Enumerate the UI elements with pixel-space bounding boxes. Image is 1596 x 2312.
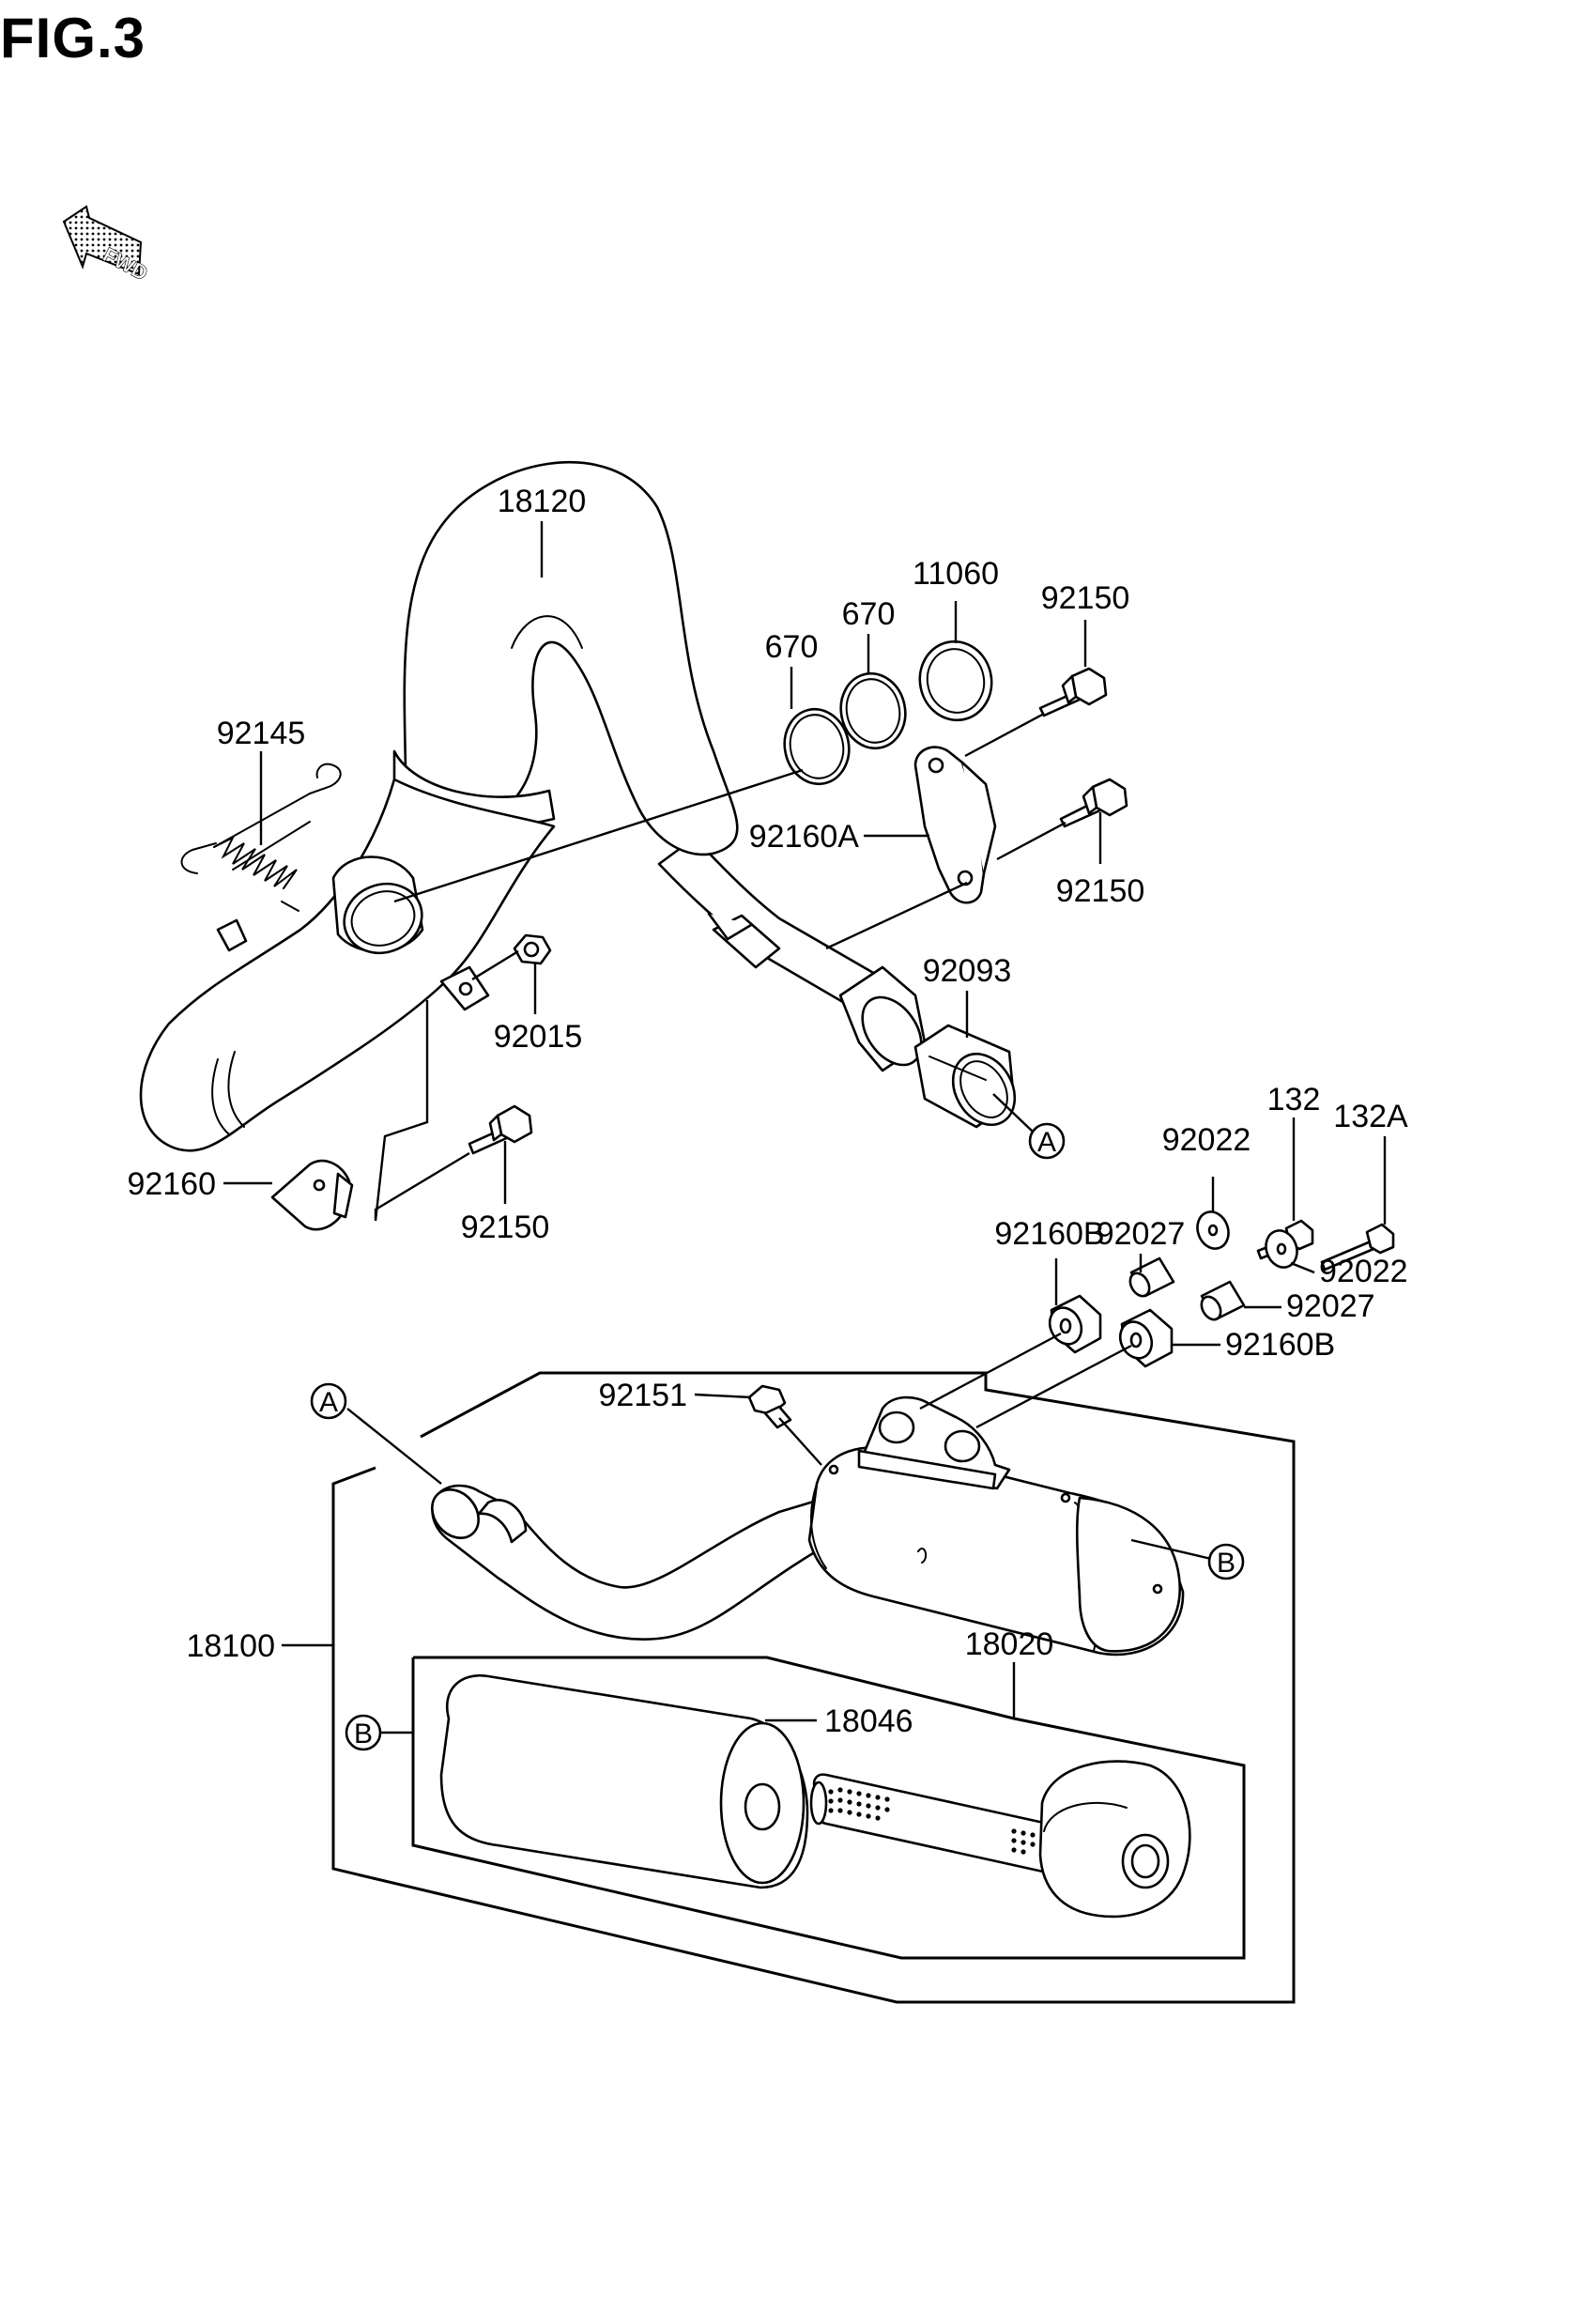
part-labels: 18120 670 670 11060 92150 92145 92160A 9…	[127, 484, 1408, 1739]
svg-text:A: A	[1037, 1127, 1056, 1158]
o-ring-670-a	[783, 707, 851, 786]
label-92151: 92151	[598, 1378, 687, 1413]
muffler-18100	[431, 1395, 1185, 1657]
bolt-92151	[747, 1384, 792, 1429]
label-92027-left: 92027	[1097, 1216, 1186, 1252]
leader-lines	[223, 521, 1387, 1734]
svg-text:A: A	[319, 1387, 338, 1418]
label-92160B-left: 92160B	[994, 1216, 1104, 1252]
collar-92027-left	[1128, 1256, 1175, 1298]
label-18120: 18120	[498, 484, 587, 519]
bolt-92150-mid	[1059, 778, 1128, 828]
label-132A: 132A	[1333, 1099, 1408, 1134]
label-11060: 11060	[913, 556, 999, 592]
ref-circle-b-silencer: B	[345, 1714, 382, 1751]
bolt-132A	[1320, 1223, 1395, 1272]
label-18046: 18046	[824, 1703, 913, 1739]
fwd-arrow-icon: FWD	[62, 205, 152, 285]
label-92160: 92160	[127, 1166, 216, 1202]
label-92150-mid: 92150	[1056, 873, 1145, 909]
label-132: 132	[1267, 1082, 1321, 1117]
ref-circle-b-muffler: B	[1207, 1543, 1245, 1580]
grommet-92160B-left	[1048, 1294, 1102, 1354]
label-670-b: 670	[842, 596, 896, 632]
collar-92027-right	[1200, 1280, 1246, 1321]
label-92160A: 92160A	[749, 819, 860, 855]
ref-circle-a-lower: A	[310, 1382, 347, 1420]
nut-92015	[513, 933, 552, 965]
inner-pipe-18020	[809, 1760, 1191, 1919]
label-92015: 92015	[494, 1019, 583, 1055]
bracket-92160A	[913, 746, 997, 904]
gasket-11060	[918, 640, 993, 722]
label-92093: 92093	[923, 953, 1012, 989]
exhaust-pipe-18120	[139, 461, 927, 1231]
collar-92093	[913, 1024, 1017, 1129]
group-box-18020	[411, 1656, 1246, 1960]
packing-18046	[439, 1673, 809, 1889]
label-92150-low: 92150	[461, 1210, 550, 1245]
svg-text:B: B	[354, 1719, 373, 1749]
label-18100: 18100	[186, 1628, 275, 1664]
label-92145: 92145	[217, 716, 306, 751]
svg-text:B: B	[1217, 1548, 1235, 1579]
label-92027-right: 92027	[1286, 1288, 1375, 1324]
label-92022-right: 92022	[1319, 1254, 1408, 1289]
label-670-a: 670	[765, 629, 819, 665]
figure-title: FIG.3	[0, 7, 146, 69]
label-92150-top: 92150	[1041, 580, 1130, 616]
label-92160B-right: 92160B	[1225, 1327, 1335, 1363]
bolt-92150-top	[1038, 667, 1108, 717]
o-ring-670-b	[839, 671, 907, 750]
bolt-92150-low	[468, 1104, 533, 1155]
grommet-92160B-right	[1118, 1308, 1174, 1368]
label-92022-top: 92022	[1162, 1122, 1251, 1158]
ref-circle-a-upper: A	[1028, 1122, 1066, 1160]
label-18020: 18020	[965, 1626, 1054, 1662]
group-box-18100	[331, 1371, 1296, 2004]
